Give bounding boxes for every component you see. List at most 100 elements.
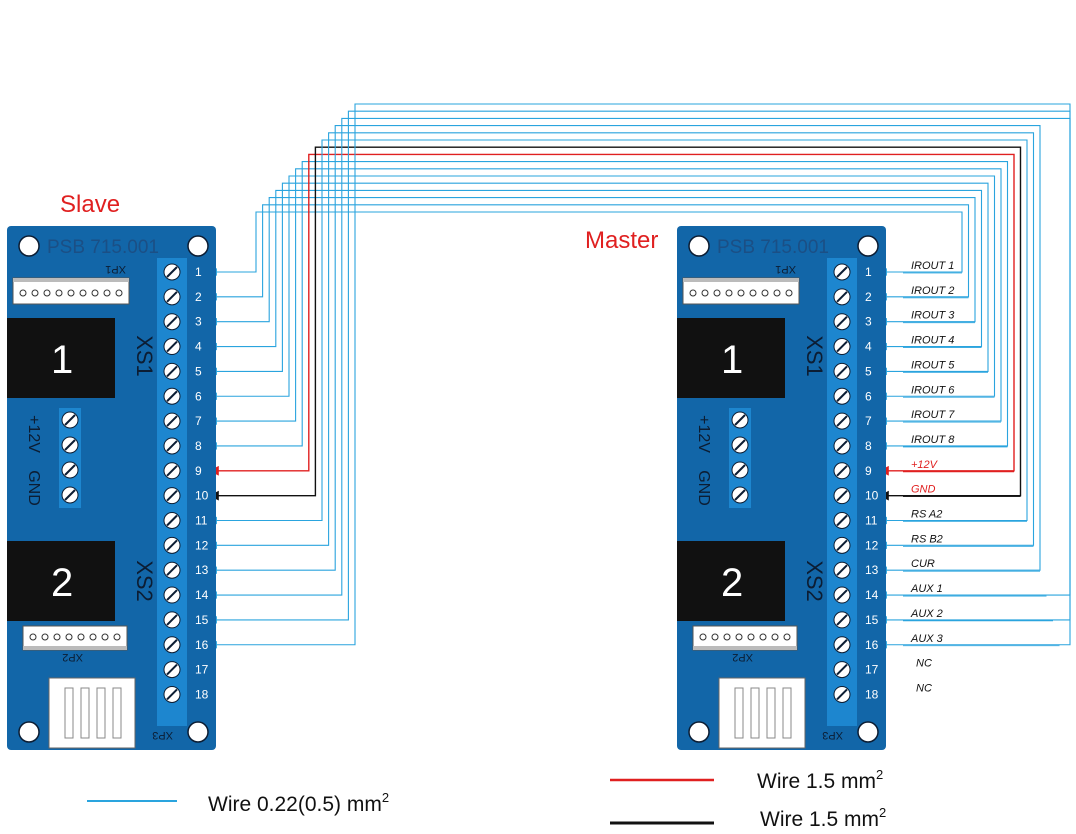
slave-board-mounting-hole xyxy=(187,721,209,743)
legend: Wire 0.22(0.5) mm2 Wire 1.5 mm2 Wire 1.5… xyxy=(87,767,886,831)
master-board-xs2-number: 2 xyxy=(721,561,743,605)
wire-terminal-5 xyxy=(209,182,989,376)
wire-terminal-15 xyxy=(209,110,1071,624)
slave-board-terminal-number: 15 xyxy=(195,613,209,627)
master-board-terminal-number: 17 xyxy=(865,663,879,677)
slave-board-terminal-number: 7 xyxy=(195,414,202,428)
master-signal-label: CUR xyxy=(911,558,935,570)
master-board-terminal-number: 3 xyxy=(865,315,872,329)
wire-terminal-7 xyxy=(209,168,1002,425)
master-board-xs2-label: XS2 xyxy=(802,560,827,602)
master-board-terminal-number: 8 xyxy=(865,439,872,453)
slave-board-terminal-number: 16 xyxy=(195,638,209,652)
master-board-gnd-label: GND xyxy=(695,470,712,506)
master-signal-label: NC xyxy=(916,658,932,670)
legend-thin-wire-label: Wire 0.22(0.5) mm2 xyxy=(208,790,389,816)
master-board-terminal-number: 13 xyxy=(865,563,879,577)
master-board-terminal-number: 16 xyxy=(865,638,879,652)
wire-terminal-11 xyxy=(209,139,1028,525)
master-board-terminal-number: 5 xyxy=(865,364,872,378)
slave-board-gnd-label: GND xyxy=(25,470,42,506)
slave-board-xs1-socket xyxy=(7,318,115,398)
master-board-mounting-hole xyxy=(688,235,710,257)
wire-terminal-3 xyxy=(209,197,976,326)
slave-board-terminal-number: 4 xyxy=(195,340,202,354)
slave-board-xs2-socket xyxy=(7,541,115,621)
master-board-xs2-socket xyxy=(677,541,785,621)
master-board-xp3-label: XP3 xyxy=(822,729,843,741)
slave-board-xs2-label: XS2 xyxy=(132,560,157,602)
slave-board-terminal-number: 14 xyxy=(195,588,209,602)
wire-terminal-2 xyxy=(209,204,970,301)
master-signal-label: IROUT 2 xyxy=(911,285,954,297)
master-signal-label: IROUT 7 xyxy=(911,409,955,421)
slave-board-xs1-label: XS1 xyxy=(132,335,157,377)
slave-board-mounting-hole xyxy=(18,721,40,743)
master-signal-label: GND xyxy=(911,484,936,496)
master-board-mounting-hole xyxy=(857,235,879,257)
wire-terminal-14 xyxy=(209,117,1071,599)
slave-board-terminal-number: 8 xyxy=(195,439,202,453)
slave-label: Slave xyxy=(60,191,120,218)
master-signal-label: IROUT 6 xyxy=(911,384,955,396)
master-board-terminal-number: 7 xyxy=(865,414,872,428)
master-signal-label: IROUT 4 xyxy=(911,335,954,347)
master-board-terminal-number: 10 xyxy=(865,489,879,503)
legend-black-wire-label: Wire 1.5 mm2 xyxy=(760,805,886,831)
master-board-terminal-number: 4 xyxy=(865,340,872,354)
master-board-plus12v-label: +12V xyxy=(695,415,712,453)
wire-terminal-8 xyxy=(209,161,1009,450)
master-signal-label: RS A2 xyxy=(911,509,942,521)
slave-board-model: PSB 715.001 xyxy=(47,237,159,258)
slave-board-terminal-number: 13 xyxy=(195,563,209,577)
slave-board-terminal-number: 10 xyxy=(195,489,209,503)
slave-board-terminal-number: 1 xyxy=(195,265,202,279)
master-board-xp2-label: XP2 xyxy=(732,651,753,663)
wire-bundle xyxy=(209,103,1071,649)
master-signal-label: AUX 1 xyxy=(910,583,943,595)
master-board-terminal-number: 6 xyxy=(865,389,872,403)
wire-terminal-12 xyxy=(209,132,1035,550)
master-board-xp1-label: XP1 xyxy=(775,263,796,275)
slave-board-terminal-number: 12 xyxy=(195,538,209,552)
slave-board-xp2-label: XP2 xyxy=(62,651,83,663)
wire-terminal-9 xyxy=(209,153,1015,476)
master-board-xp3-connector xyxy=(718,677,806,749)
slave-board-terminal-number: 9 xyxy=(195,464,202,478)
legend-red-wire-label: Wire 1.5 mm2 xyxy=(757,767,883,793)
slave-board-terminal-number: 6 xyxy=(195,389,202,403)
master-board-xs1-socket xyxy=(677,318,785,398)
master-board-terminal-number: 15 xyxy=(865,613,879,627)
slave-board-xp1-label: XP1 xyxy=(105,263,126,275)
slave-board-terminal-number: 17 xyxy=(195,663,209,677)
master-board-terminal-number: 11 xyxy=(865,514,878,528)
wire-terminal-4 xyxy=(209,189,983,351)
master-signal-label: IROUT 8 xyxy=(911,434,955,446)
master-signal-label: +12V xyxy=(911,459,939,471)
master-signal-label: IROUT 5 xyxy=(911,359,955,371)
wire-terminal-6 xyxy=(209,175,996,401)
master-board-terminal-number: 9 xyxy=(865,464,872,478)
wire-terminal-13 xyxy=(209,125,1041,575)
master-board-model: PSB 715.001 xyxy=(717,237,829,258)
master-board-terminal-number: 2 xyxy=(865,290,872,304)
master-board-mounting-hole xyxy=(688,721,710,743)
slave-board-terminal-number: 18 xyxy=(195,687,209,701)
master-signal-label: AUX 3 xyxy=(910,633,944,645)
slave-board-xp3-connector xyxy=(48,677,136,749)
slave-board-terminal-number: 2 xyxy=(195,290,202,304)
master-board-terminal-number: 18 xyxy=(865,687,879,701)
master-board-xs1-label: XS1 xyxy=(802,335,827,377)
master-board-xs1-number: 1 xyxy=(721,338,743,382)
master-signal-label: IROUT 1 xyxy=(911,260,954,272)
master-label: Master xyxy=(585,227,658,254)
master-board-terminal-number: 12 xyxy=(865,538,879,552)
slave-board-xs2-number: 2 xyxy=(51,561,73,605)
slave-board-terminal-number: 5 xyxy=(195,364,202,378)
wire-terminal-10 xyxy=(209,146,1022,501)
wire-terminal-16 xyxy=(209,103,1071,649)
wire-terminal-1 xyxy=(209,211,963,276)
